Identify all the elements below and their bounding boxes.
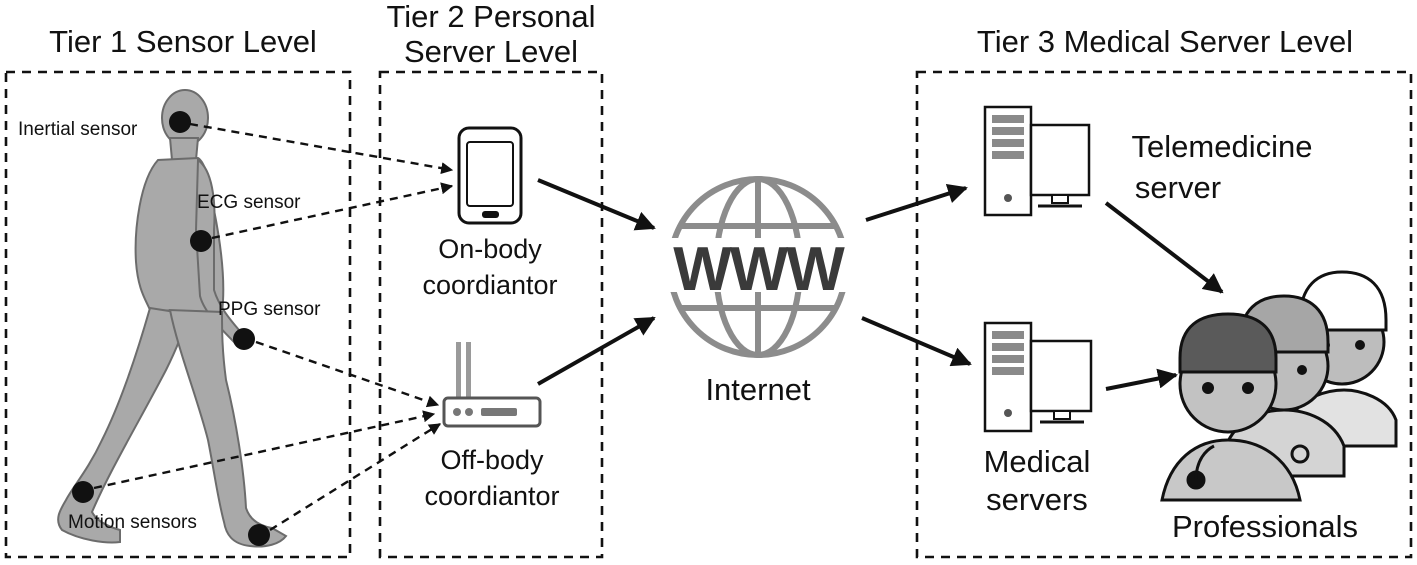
arrow-medical-to-professionals [1105, 368, 1178, 391]
arrow-internet-to-medical [861, 316, 972, 367]
link-motion-back-to-router [93, 410, 436, 490]
motion-sensor-dot-back [72, 481, 94, 503]
tier1-title: Tier 1 Sensor Level [49, 24, 317, 59]
arrow-internet-to-telemedicine [865, 183, 968, 222]
professionals-label: Professionals [1172, 509, 1358, 544]
medical-servers-line2: servers [986, 482, 1088, 517]
telemedicine-server-line1: Telemedicine [1132, 129, 1313, 164]
medical-servers-line1: Medical [984, 444, 1091, 479]
tier3-box [915, 70, 1413, 559]
telemedicine-server-line2: server [1135, 170, 1221, 205]
tier1-box [4, 70, 352, 559]
doctor-front-icon [1160, 312, 1302, 502]
link-inertial-to-phone [189, 122, 454, 175]
off-body-coordinator-line1: Off-body [440, 445, 544, 475]
telemedicine-server-icon [983, 105, 1091, 217]
internet-label: Internet [705, 372, 811, 407]
smartphone-icon [457, 126, 523, 225]
link-ppg-to-router [255, 340, 440, 408]
off-body-coordinator-line2: coordiantor [424, 481, 559, 511]
router-icon [442, 342, 542, 428]
ecg-sensor-label: ECG sensor [197, 192, 301, 213]
arrow-telemedicine-to-professionals [1104, 201, 1224, 294]
link-motion-front-to-router [269, 422, 442, 532]
on-body-coordinator-line1: On-body [438, 234, 542, 264]
inertial-sensor-label: Inertial sensor [18, 119, 138, 140]
globe-text-backdrop [664, 238, 852, 292]
tier2-title-line1: Tier 2 Personal [386, 0, 595, 34]
arrow-router-to-internet [537, 316, 656, 386]
motion-sensor-dot-front [248, 524, 270, 546]
tier2-box [378, 70, 604, 559]
ecg-sensor-dot [190, 230, 212, 252]
medical-server-icon [983, 321, 1093, 433]
human-figure-icon [57, 89, 288, 548]
ppg-sensor-dot [233, 328, 255, 350]
ppg-sensor-label: PPG sensor [218, 299, 321, 320]
motion-sensors-label: Motion sensors [68, 512, 197, 533]
arrow-phone-to-internet [537, 178, 656, 231]
tier3-title: Tier 3 Medical Server Level [977, 24, 1353, 59]
inertial-sensor-dot [169, 111, 191, 133]
professionals-icon [1160, 270, 1398, 502]
www-logo-text: WWW [673, 235, 845, 304]
tier2-title-line2: Server Level [404, 34, 578, 69]
on-body-coordinator-line2: coordiantor [422, 270, 557, 300]
